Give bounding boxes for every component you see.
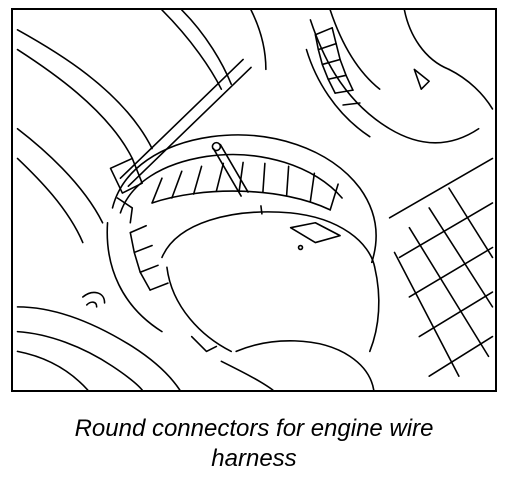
lattice-structure [388, 157, 494, 377]
support-rod [119, 58, 252, 187]
figure-caption: Round connectors for engine wire harness [0, 414, 508, 474]
left-hose-outline [16, 10, 267, 244]
connector-line-drawing [16, 10, 494, 390]
wire-harness-hose [16, 306, 375, 390]
caption-line-1: Round connectors for engine wire [74, 415, 434, 442]
main-connector [82, 134, 380, 353]
caption-line-2: harness [211, 445, 297, 472]
background-connector [305, 10, 494, 144]
connector-illustration [11, 8, 497, 392]
